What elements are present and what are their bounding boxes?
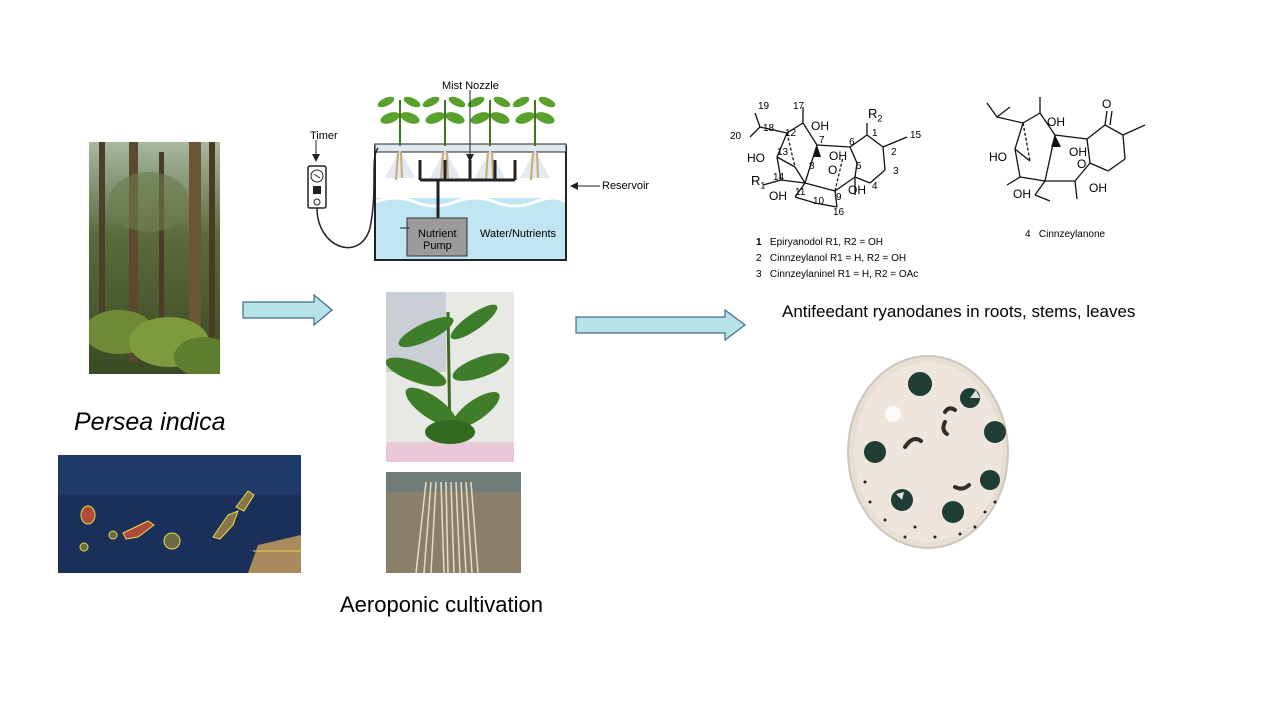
compound-1-text: Epiryanodol R1, R2 = OH — [769, 237, 884, 248]
num-16: 16 — [833, 207, 845, 218]
num-1: 1 — [872, 128, 878, 139]
oh-label-g: OH — [1089, 181, 1107, 195]
num-4: 4 — [872, 181, 878, 192]
o-label-c: O — [1077, 157, 1087, 171]
compound-2-text: Cinnzeylanol R1 = H, R2 = OH — [769, 253, 907, 264]
num-8: 8 — [809, 161, 815, 172]
r1-letter: R — [751, 173, 761, 188]
oh-label-h: OH — [1013, 187, 1031, 201]
compound-4: 4 Cinnzeylanone — [1025, 229, 1105, 240]
num-19: 19 — [758, 101, 770, 112]
reservoir-label: Reservoir — [602, 180, 650, 192]
oh-label-a: OH — [811, 119, 829, 133]
r1-label: R1 — [751, 173, 765, 191]
islands-map — [58, 455, 301, 573]
o-label-a: O — [828, 163, 838, 177]
num-9: 9 — [836, 192, 842, 203]
compound-4-num: 4 — [1025, 229, 1031, 240]
compound-2-num: 2 — [756, 253, 762, 264]
compound-3-text: Cinnzeylaninel R1 = H, R2 = OAc — [769, 269, 919, 280]
num-17: 17 — [793, 101, 805, 112]
num-3: 3 — [893, 166, 899, 177]
num-5: 5 — [856, 161, 862, 172]
num-2: 2 — [891, 147, 897, 158]
timer-label: Timer — [310, 130, 338, 142]
num-10: 10 — [813, 196, 825, 207]
r2-letter: R — [868, 106, 878, 121]
num-7: 7 — [819, 135, 825, 146]
num-6: 6 — [849, 137, 855, 148]
mist-nozzle-label: Mist Nozzle — [442, 80, 499, 92]
oh-label-f: OH — [1069, 145, 1087, 159]
ho-label-a: HO — [747, 151, 765, 165]
oh-label-c: OH — [848, 183, 866, 197]
r1-subscript: 1 — [760, 180, 766, 191]
arrow-right-1 — [242, 294, 334, 326]
num-13: 13 — [777, 147, 789, 158]
compound-1-num: 1 — [756, 237, 762, 248]
ho-label-b: HO — [989, 150, 1007, 164]
r2-label: R2 — [868, 106, 882, 124]
compound-3-num: 3 — [756, 269, 762, 280]
oh-label-e: OH — [1047, 115, 1065, 129]
petri-dish-photo — [845, 352, 1010, 552]
num-15: 15 — [910, 130, 922, 141]
o-label-b: O — [1102, 97, 1112, 111]
pump-label-line1: Nutrient — [418, 228, 457, 240]
roots-photo — [386, 472, 521, 573]
num-14: 14 — [773, 172, 785, 183]
oh-label-d: OH — [769, 189, 787, 203]
species-label: Persea indica — [74, 408, 226, 436]
num-12: 12 — [785, 128, 797, 139]
compound-4-text: Cinnzeylanone — [1038, 229, 1106, 240]
arrow-right-2 — [575, 309, 747, 341]
compound-3: 3 Cinnzeylaninel R1 = H, R2 = OAc — [756, 269, 918, 280]
oh-label-b: OH — [829, 149, 847, 163]
num-11: 11 — [795, 187, 806, 198]
pump-label-line2: Pump — [423, 240, 452, 252]
plant-photo — [386, 292, 514, 462]
cultivation-label: Aeroponic cultivation — [340, 592, 544, 617]
num-18: 18 — [763, 123, 775, 134]
forest-photo — [89, 142, 220, 374]
aeroponic-diagram: Mist Nozzle Timer Reservoir Nutrient Pum… — [300, 78, 660, 268]
result-label: Antifeedant ryanodanes in roots, stems, … — [782, 302, 1136, 321]
water-nutrients-label: Water/Nutrients — [480, 228, 557, 240]
ryanodane-structures: 19 20 18 17 12 OH 7 6 R2 1 2 15 HO 13 OH… — [725, 95, 1185, 290]
r2-subscript: 2 — [877, 113, 883, 124]
compound-1: 1 Epiryanodol R1, R2 = OH — [756, 237, 883, 248]
num-20: 20 — [730, 131, 742, 142]
compound-2: 2 Cinnzeylanol R1 = H, R2 = OH — [756, 253, 906, 264]
